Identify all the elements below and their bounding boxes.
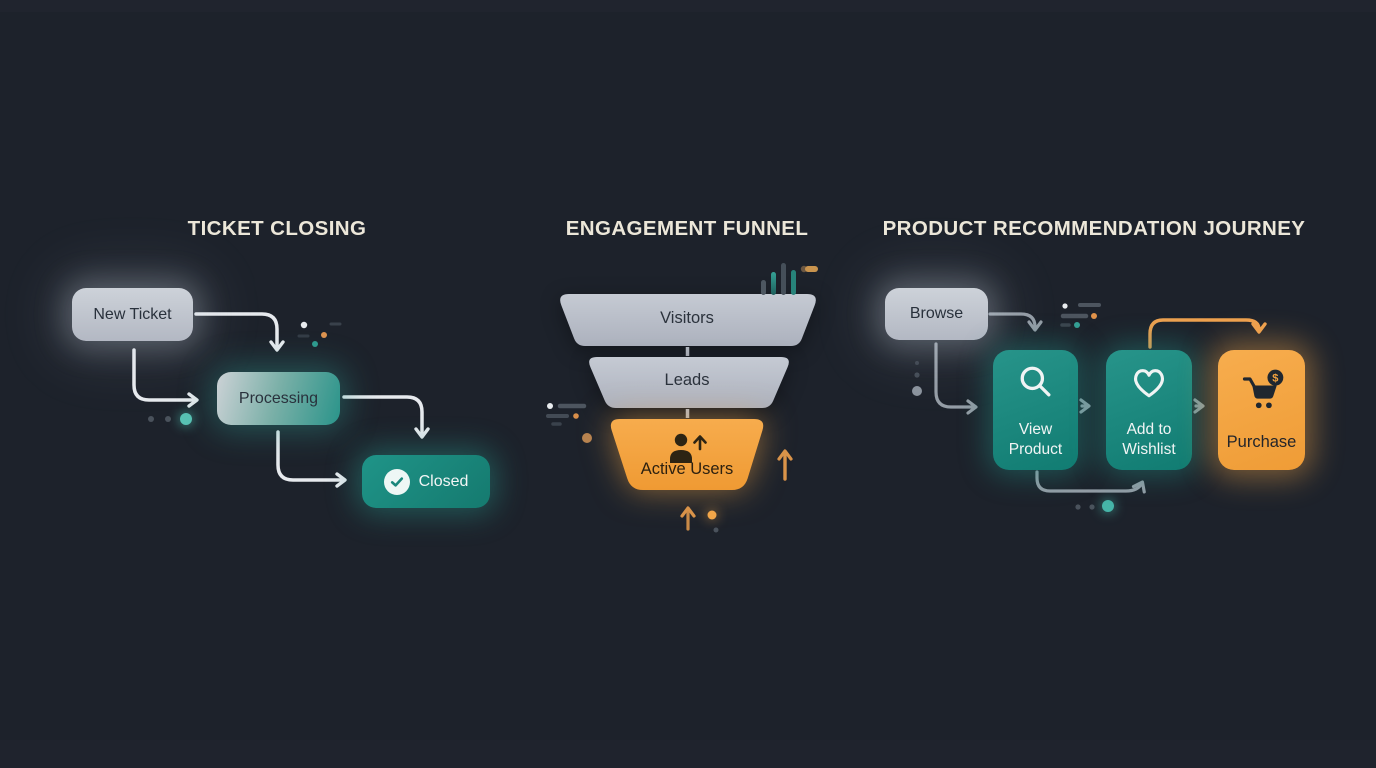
- node-browse: Browse: [885, 288, 988, 340]
- node-view-product-label: View Product: [1008, 420, 1063, 459]
- arrow-wishlist-top-purchase: [1148, 318, 1267, 349]
- dollar-badge-label: $: [1272, 372, 1278, 384]
- user-growth-icon: [670, 433, 707, 463]
- node-closed: Closed: [362, 455, 490, 508]
- funnel-label-visitors: Visitors: [660, 309, 714, 327]
- funnel-level-active-users: [610, 419, 764, 490]
- arrow-view-loop-wishlist: [1035, 470, 1146, 494]
- cart-dollar-icon: $: [1237, 367, 1287, 421]
- node-purchase-label: Purchase: [1226, 432, 1297, 451]
- check-circle-icon: [383, 468, 410, 495]
- node-processing-label: Processing: [238, 389, 319, 407]
- node-browse-label: Browse: [909, 305, 964, 322]
- funnel-label-active-users: Active Users: [640, 460, 734, 478]
- arrow-newticket-right-down: [194, 312, 285, 352]
- node-processing: Processing: [217, 372, 340, 425]
- arrow-browse-down-right: [934, 342, 978, 415]
- search-icon: [1014, 360, 1058, 410]
- node-purchase: $ Purchase: [1218, 350, 1305, 470]
- heart-icon: [1127, 360, 1171, 410]
- node-view-product: View Product: [993, 350, 1078, 470]
- funnel-decor: [546, 263, 818, 533]
- section-title-engagement-funnel: ENGAGEMENT FUNNEL: [565, 217, 809, 240]
- node-new-ticket-label: New Ticket: [93, 305, 172, 323]
- section-title-ticket-closing: TICKET CLOSING: [187, 217, 367, 240]
- arrow-processing-right-down: [342, 395, 430, 439]
- arrow-browse-right-down: [988, 312, 1043, 332]
- bottom-band: [0, 740, 1376, 768]
- node-closed-label: Closed: [418, 472, 469, 490]
- section-title-product-journey: PRODUCT RECOMMENDATION JOURNEY: [882, 217, 1306, 240]
- top-band: [0, 0, 1376, 12]
- arrow-processing-down-right: [276, 430, 347, 488]
- funnel-label-leads: Leads: [664, 371, 710, 389]
- node-add-to-wishlist: Add to Wishlist: [1106, 350, 1192, 470]
- arrow-newticket-down-right: [132, 348, 199, 408]
- node-add-wishlist-label: Add to Wishlist: [1122, 420, 1176, 459]
- node-new-ticket: New Ticket: [72, 288, 193, 341]
